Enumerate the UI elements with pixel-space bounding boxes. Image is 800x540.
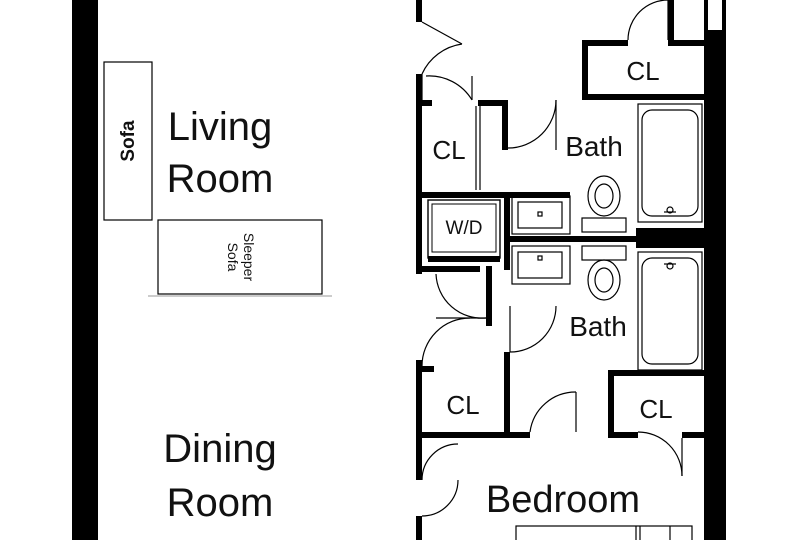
door-swing-icon — [475, 106, 481, 190]
door-swing-icon — [421, 443, 459, 517]
right-top-stub-2 — [722, 0, 726, 30]
door-swing-icon — [435, 273, 487, 319]
toilet-icon — [581, 175, 627, 233]
sofa-label: Sofa — [118, 120, 139, 162]
bath-lower-label: Bath — [569, 311, 627, 342]
left-exterior-wall — [72, 0, 98, 540]
door-swing-icon — [627, 0, 669, 41]
right-top-stub — [704, 0, 708, 30]
cl-top-bottom-wall — [582, 94, 708, 100]
sleeper-sofa-label-line2: Sofa — [225, 243, 241, 272]
laundry-right-wall — [504, 192, 510, 270]
sleeper-sofa: Sleeper Sofa — [148, 219, 332, 297]
bathtub-icon — [637, 251, 703, 371]
sink-icon — [511, 195, 571, 235]
closet-labels: CL CL CL CL — [432, 56, 672, 424]
cl-mid-right-wall — [502, 100, 508, 150]
bath-lower-bottom-wall — [608, 370, 704, 376]
sleeper-sofa-label-line1: Sleeper — [241, 233, 257, 282]
corridor-wall-top — [416, 0, 422, 22]
door-swing-icon — [421, 21, 463, 75]
bath-upper-label: Bath — [565, 131, 623, 162]
cl-mid-top-wall-2 — [478, 100, 508, 106]
cl-top-top-wall-2 — [668, 40, 708, 46]
closet-left-mid-label: CL — [432, 135, 465, 165]
door-swing-icon — [507, 99, 557, 150]
bedroom-label: Bedroom — [486, 479, 640, 521]
bathtub-icon — [637, 103, 703, 223]
bath-mid-wall — [504, 236, 638, 242]
closet-right-lower-label: CL — [639, 394, 672, 424]
cl-lower-right-bottom — [608, 432, 638, 438]
cl-mid-bottom-wall — [420, 192, 570, 198]
sink-icon — [511, 245, 571, 285]
door-swing-icon — [529, 391, 577, 433]
cl-mid-top-wall — [420, 100, 432, 106]
door-swing-icon — [421, 74, 473, 101]
cl-top-top-wall — [582, 40, 628, 46]
cl-lower-right-bottom-2 — [682, 432, 708, 438]
cl-top-left-wall — [582, 40, 588, 100]
exterior-walls — [72, 0, 726, 540]
door-swing-icon — [509, 305, 557, 353]
cl-lower-left-bottom — [420, 432, 530, 438]
living-room-label-line1: Living — [168, 105, 273, 149]
door-swing-icon — [421, 317, 471, 367]
tub-divider-wall — [636, 228, 704, 248]
corridor-wall-lower — [416, 360, 422, 480]
washer-dryer: W/D — [427, 199, 501, 262]
interior-walls — [416, 0, 708, 540]
bath-lower-left-wall-2 — [504, 352, 510, 438]
door-swing-icon — [637, 431, 683, 477]
bath-lower-left-wall — [486, 266, 492, 326]
cl-top-frame — [668, 0, 674, 40]
laundry-bottom-wall — [420, 266, 480, 272]
cl-lower-right-left — [608, 370, 614, 438]
dining-room-label-line2: Room — [167, 481, 274, 525]
doors — [421, 0, 683, 517]
bed — [515, 525, 693, 540]
corridor-wall-bottom — [416, 516, 422, 540]
living-room-label-line2: Room — [167, 157, 274, 201]
closet-left-lower-label: CL — [446, 390, 479, 420]
cl-lower-left-top — [420, 366, 434, 372]
washer-dryer-label: W/D — [446, 218, 483, 239]
dining-room-label-line1: Dining — [163, 427, 276, 471]
closet-top-right-label: CL — [626, 56, 659, 86]
toilet-icon — [581, 245, 627, 301]
sofa: Sofa — [103, 61, 153, 221]
corridor-wall-upper — [416, 74, 422, 274]
room-labels: Living Room Dining Room Bedroom Bath Bat… — [163, 105, 640, 525]
right-exterior-wall — [704, 30, 726, 540]
